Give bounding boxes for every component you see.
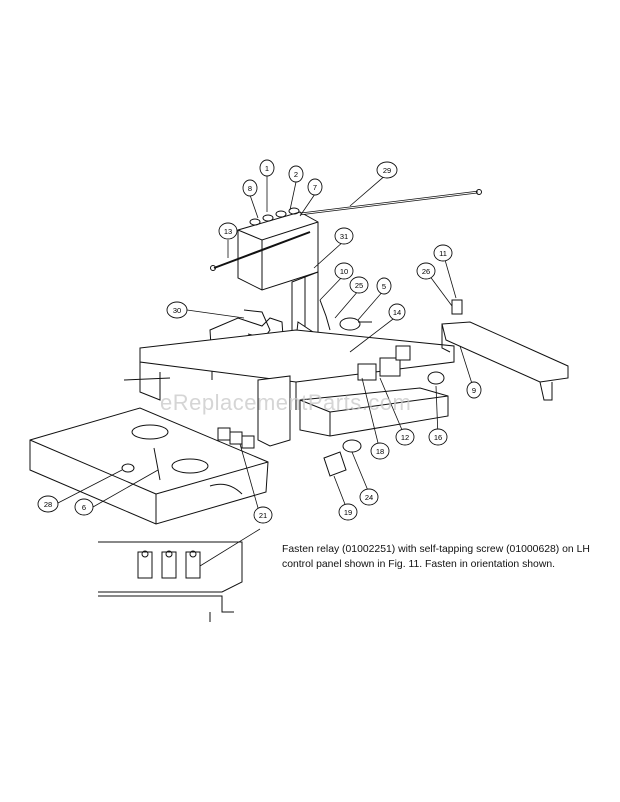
callout-28: 28: [44, 500, 52, 509]
callout-6: 6: [82, 503, 86, 512]
callout-1: 1: [265, 164, 269, 173]
callout-9: 9: [472, 386, 476, 395]
callout-5: 5: [382, 282, 386, 291]
callout-30: 30: [173, 306, 181, 315]
relay-cluster: [217, 427, 255, 449]
hold-down-rod: [210, 231, 311, 271]
callout-13: 13: [224, 227, 232, 236]
callout-19: 19: [344, 508, 352, 517]
callout-11: 11: [439, 249, 447, 258]
callout-18: 18: [376, 447, 384, 456]
switch-assembly: [339, 317, 372, 331]
watermark: eReplacementParts.com: [160, 390, 412, 415]
callout-16: 16: [434, 433, 442, 442]
callout-26: 26: [422, 267, 430, 276]
floor-plate: [29, 407, 269, 525]
callout-7: 7: [313, 183, 317, 192]
callout-2: 2: [294, 170, 298, 179]
callout-29: 29: [383, 166, 391, 175]
right-bracket: [441, 299, 569, 401]
callout-8: 8: [248, 184, 252, 193]
callout-21: 21: [259, 511, 267, 520]
callout-25: 25: [355, 281, 363, 290]
callout-14: 14: [393, 308, 401, 317]
callout-numbers: 1 2 7 8 29 13 31 10 25 5 14 30 11 26 9 1…: [44, 164, 476, 520]
assembly-note: Fasten relay (01002251) with self-tappin…: [282, 544, 590, 570]
callout-24: 24: [365, 493, 373, 502]
knob: [121, 463, 135, 473]
callout-31: 31: [340, 232, 348, 241]
meter-plate: [323, 439, 362, 477]
battery-cable: [299, 189, 482, 216]
callout-bubbles: [37, 159, 482, 524]
relay-ignition: [357, 345, 445, 385]
inset-detail: [98, 541, 243, 622]
callout-12: 12: [401, 433, 409, 442]
callout-10: 10: [340, 267, 348, 276]
